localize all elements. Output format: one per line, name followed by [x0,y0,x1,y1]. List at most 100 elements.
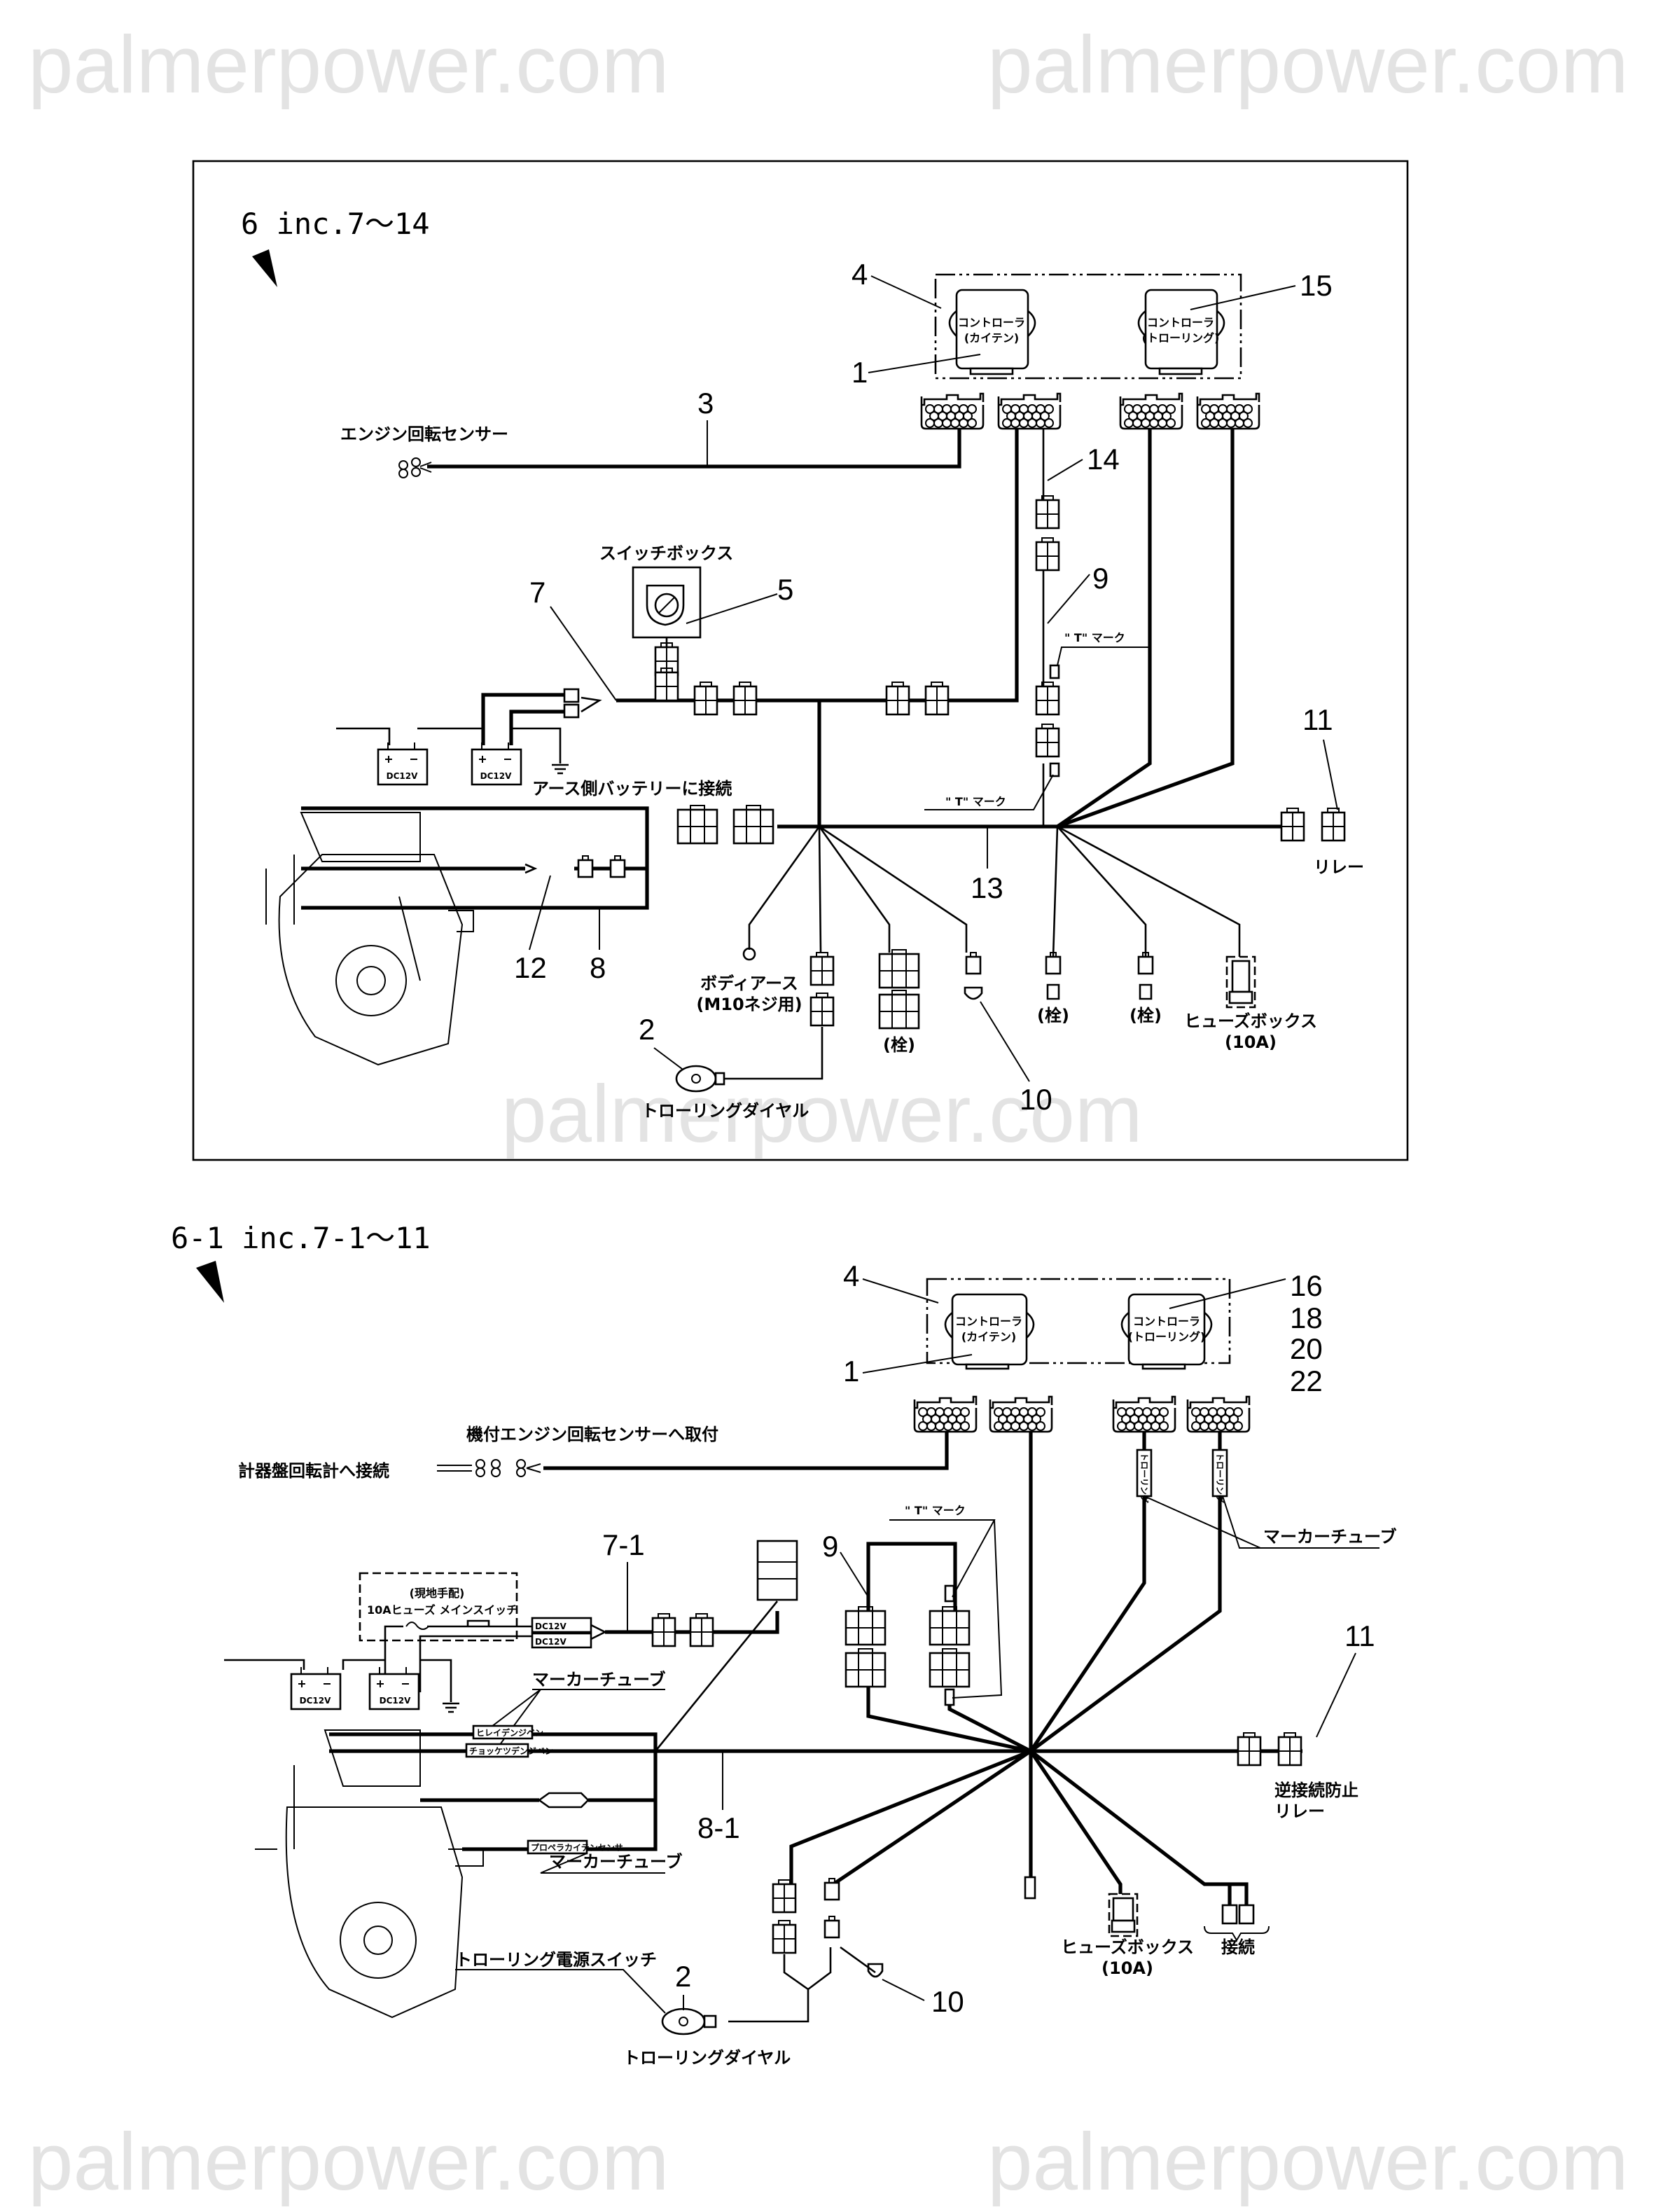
multipin-connector [989,1395,1053,1433]
svg-text:トローリング: トローリング [1215,1453,1225,1503]
frame [192,160,1409,1161]
connector [878,989,920,1030]
multipin-connector [1112,1395,1176,1433]
callout-5: 5 [777,573,793,606]
local-supply-box: (現地手配) 10Aヒューズ メインスイッチ [359,1572,532,1692]
relay-connector [1237,1731,1262,1767]
t-mark-label: " T" マーク [945,795,1006,808]
connector [965,951,982,975]
callout-9: 9 [1092,562,1108,595]
connector [809,992,835,1027]
connector [732,804,774,845]
svg-text:コントローラ: コントローラ [1147,316,1214,329]
connector [1035,495,1060,530]
multipin-connector [913,1395,978,1433]
callout-4: 4 [852,258,868,291]
callout-7: 7 [529,576,545,609]
switch-box-icon [632,566,702,639]
connector [732,681,758,716]
diagram-title: 6 inc.7～14 [241,207,430,241]
svg-text:ヒューズボックス: ヒューズボックス [1184,1011,1317,1031]
connector [654,667,679,702]
earth-battery-label: アース側バッテリーに接続 [532,779,732,799]
callout-1: 1 [852,356,868,389]
svg-text:逆接続防止: 逆接続防止 [1274,1781,1358,1800]
diagram-title: 6-1 inc.7-1～11 [171,1221,431,1255]
fuse-box-icon [1225,955,1256,1009]
marker-tube-label: マーカーチューブ [549,1852,683,1872]
callout-1: 1 [843,1355,859,1388]
connector [809,951,835,986]
engine-sensor-label: 機付エンジン回転センサーへ取付 [466,1425,718,1444]
marker-tube-label: マーカーチューブ [1263,1527,1397,1547]
engine-sensor-label: エンジン回転センサー [340,424,508,444]
callout-14: 14 [1087,443,1120,476]
callout-7-1: 7-1 [602,1528,645,1561]
svg-text:ヒレイデンジベン: ヒレイデンジベン [476,1727,543,1738]
engine-sensor-icon [475,1459,541,1477]
trolling-switch-label: トローリング電源スイッチ [455,1950,657,1970]
svg-text:(栓): (栓) [1130,1006,1162,1025]
svg-text:コントローラ: コントローラ [1133,1315,1200,1328]
watermark: palmerpower.com [28,19,669,110]
callout-10: 10 [1020,1083,1052,1116]
callout-2: 2 [639,1013,655,1046]
svg-text:DC12V: DC12V [535,1637,567,1647]
svg-text:ボディアース: ボディアース [700,974,798,993]
svg-text:DC12V: DC12V [480,771,512,781]
callout-10: 10 [931,1985,964,2018]
connector [885,681,910,716]
connector [676,804,718,845]
controller-box [926,1278,1231,1364]
watermark: palmerpower.com [987,2116,1628,2207]
callout-18: 18 [1290,1301,1323,1334]
svg-text:(10A): (10A) [1225,1032,1277,1052]
connector [772,1919,797,1954]
connector [929,1605,971,1646]
trolling-dial-label: トローリングダイヤル [623,2048,791,2068]
connect-label: 接続 [1221,1937,1255,1957]
controller-trolling: コントローラ (トローリング) [1137,289,1225,375]
ground-icon [511,727,569,775]
controller-box [934,273,1242,380]
view-arrow-icon [196,1261,224,1303]
connector [577,855,594,878]
callout-8: 8 [590,951,606,984]
diagram-top: 6 inc.7～14 コントローラ (カイテン) コントローラ (トローリング)… [192,160,1409,1161]
controller-kaiten: コントローラ (カイテン) [948,289,1036,375]
svg-text:(M10ネジ用): (M10ネジ用) [696,995,802,1014]
svg-text:ヒューズボックス: ヒューズボックス [1061,1937,1194,1957]
svg-text:DC12V: DC12V [387,771,418,781]
svg-text:コントローラ: コントローラ [955,1315,1022,1328]
connector [772,1879,797,1914]
svg-text:DC12V: DC12V [535,1622,567,1631]
callout-12: 12 [514,951,547,984]
svg-text:(10A): (10A) [1101,1958,1153,1978]
marker-tube [1211,1449,1228,1498]
trolling-dial-label: トローリングダイヤル [641,1101,809,1121]
callout-8-1: 8-1 [697,1811,740,1844]
callout-11: 11 [1302,703,1333,736]
t-mark-label: " T" マーク [905,1504,966,1517]
connector [654,642,679,677]
svg-text:(栓): (栓) [883,1035,915,1055]
connector [823,1915,840,1939]
connector [845,1605,887,1646]
relay-label: リレー [1314,857,1364,877]
callout-3: 3 [697,387,714,420]
connector [845,1647,887,1688]
callout-16: 16 [1290,1269,1323,1302]
marker-tube-label: マーカーチューブ [532,1670,666,1689]
callout-9: 9 [822,1530,838,1563]
trolling-dial-icon [675,1065,725,1093]
svg-text:(カイテン): (カイテン) [961,1330,1016,1343]
callout-13: 13 [971,871,1003,904]
svg-text:プロペラカイテンセンサ: プロペラカイテンセンサ [531,1842,623,1853]
svg-text:(栓): (栓) [1037,1006,1069,1025]
connector [924,681,950,716]
connector [689,1612,714,1647]
svg-text:DC12V: DC12V [380,1696,411,1706]
engine-illustration [255,1729,484,2019]
